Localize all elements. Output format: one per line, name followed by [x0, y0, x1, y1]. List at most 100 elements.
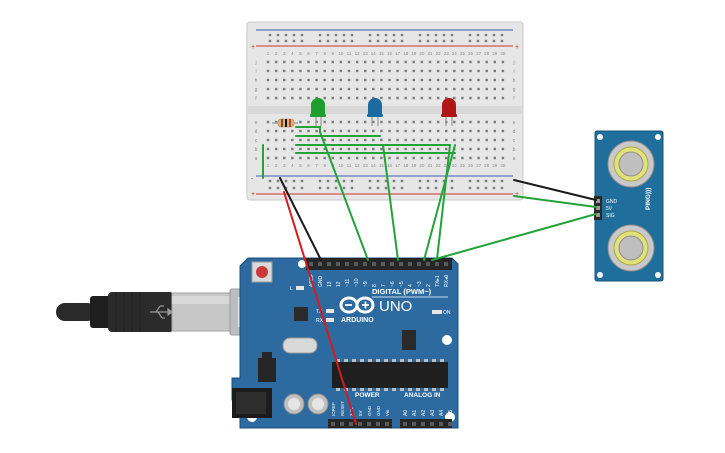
breadboard-hole — [501, 96, 505, 100]
column-label: 14 — [371, 51, 377, 56]
chip-pin — [384, 359, 388, 362]
column-label: 8 — [323, 51, 326, 56]
breadboard-hole — [396, 138, 399, 142]
breadboard-hole — [339, 120, 343, 124]
rail-hole — [342, 179, 346, 183]
header-pin — [367, 422, 371, 426]
row-label: j — [512, 60, 514, 66]
breadboard-hole — [493, 78, 496, 82]
breadboard-hole — [469, 69, 472, 73]
column-label: 28 — [484, 163, 490, 168]
breadboard-hole — [445, 69, 448, 73]
rail-hole — [342, 186, 346, 190]
column-label: 3 — [283, 51, 286, 56]
rail-hole — [368, 186, 372, 190]
rx-label: RX — [316, 318, 324, 324]
breadboard-hole — [364, 120, 367, 124]
breadboard-hole — [420, 120, 424, 124]
breadboard-hole — [347, 60, 351, 64]
rail-hole — [318, 179, 322, 183]
rail-hole — [426, 33, 430, 37]
breadboard-hole — [445, 87, 448, 91]
sensor-pin-label: GND — [606, 199, 618, 205]
breadboard-hole — [388, 69, 391, 73]
breadboard-hole — [388, 147, 391, 151]
column-label: 4 — [291, 163, 294, 168]
breadboard-hole — [307, 120, 310, 124]
wire-sensor-gnd — [513, 179, 597, 201]
breadboard-hole — [323, 60, 326, 64]
breadboard-hole — [339, 147, 343, 151]
rail-hole — [384, 179, 388, 183]
breadboard-hole — [331, 60, 334, 64]
chip-pin — [392, 388, 396, 391]
breadboard-hole — [291, 87, 294, 91]
column-label: 25 — [460, 51, 466, 56]
rail-hole — [326, 186, 330, 190]
rail-hole — [318, 186, 322, 190]
reset-button[interactable] — [251, 261, 273, 283]
rail-hole — [326, 179, 330, 183]
breadboard-hole — [380, 60, 383, 64]
rail-hole — [426, 186, 430, 190]
rail-hole — [292, 39, 296, 43]
breadboard-hole — [274, 96, 278, 100]
breadboard-hole — [485, 120, 488, 124]
breadboard-hole — [453, 78, 456, 82]
breadboard-hole — [380, 129, 383, 133]
column-label: 3 — [283, 163, 286, 168]
breadboard-hole — [331, 120, 334, 124]
breadboard-hole — [315, 147, 318, 151]
chip-pin — [384, 388, 388, 391]
breadboard-hole — [436, 96, 440, 100]
breadboard-hole — [404, 120, 407, 124]
column-label: 18 — [403, 51, 409, 56]
column-label: 20 — [419, 163, 425, 168]
chip-pin — [392, 359, 396, 362]
breadboard-hole — [347, 147, 351, 151]
on-label: ON — [443, 310, 451, 316]
breadboard-hole — [396, 69, 399, 73]
breadboard-hole — [485, 96, 488, 100]
pin-label: ~11 — [345, 279, 351, 287]
column-label: 8 — [323, 163, 326, 168]
breadboard-hole — [485, 129, 488, 133]
breadboard-hole — [283, 138, 286, 142]
pin-label: ~9 — [363, 281, 369, 287]
breadboard-hole — [307, 69, 310, 73]
rail-hole — [292, 186, 296, 190]
breadboard-hole — [291, 60, 294, 64]
breadboard-hole — [291, 78, 294, 82]
pin-label: RX◂0 — [444, 275, 450, 287]
column-label: 29 — [492, 51, 498, 56]
column-label: 21 — [427, 163, 433, 168]
wire-sensor-5v — [513, 195, 597, 208]
breadboard-hole — [266, 78, 270, 82]
breadboard-hole — [315, 69, 318, 73]
rail-hole — [500, 39, 504, 43]
chip-pin — [352, 359, 356, 362]
breadboard-hole — [404, 129, 407, 133]
rail-plus-label: + — [251, 44, 255, 51]
sensor-pin — [596, 213, 600, 217]
breadboard-hole — [299, 120, 302, 124]
chip-pin — [376, 388, 380, 391]
breadboard-hole — [445, 78, 448, 82]
breadboard-hole — [307, 96, 310, 100]
breadboard-hole — [501, 129, 505, 133]
breadboard-hole — [388, 60, 391, 64]
breadboard-hole — [453, 69, 456, 73]
breadboard-hole — [501, 87, 505, 91]
rail-plus-label: + — [251, 191, 255, 198]
column-label: 15 — [379, 163, 385, 168]
breadboard-hole — [299, 129, 302, 133]
breadboard-hole — [485, 78, 488, 82]
rail-hole — [392, 179, 396, 183]
header-pin — [444, 262, 448, 266]
rail-hole — [500, 186, 504, 190]
breadboard-hole — [420, 129, 424, 133]
breadboard-hole — [355, 138, 359, 142]
breadboard-hole — [396, 156, 399, 160]
breadboard-hole — [364, 69, 367, 73]
header-pin — [412, 422, 416, 426]
